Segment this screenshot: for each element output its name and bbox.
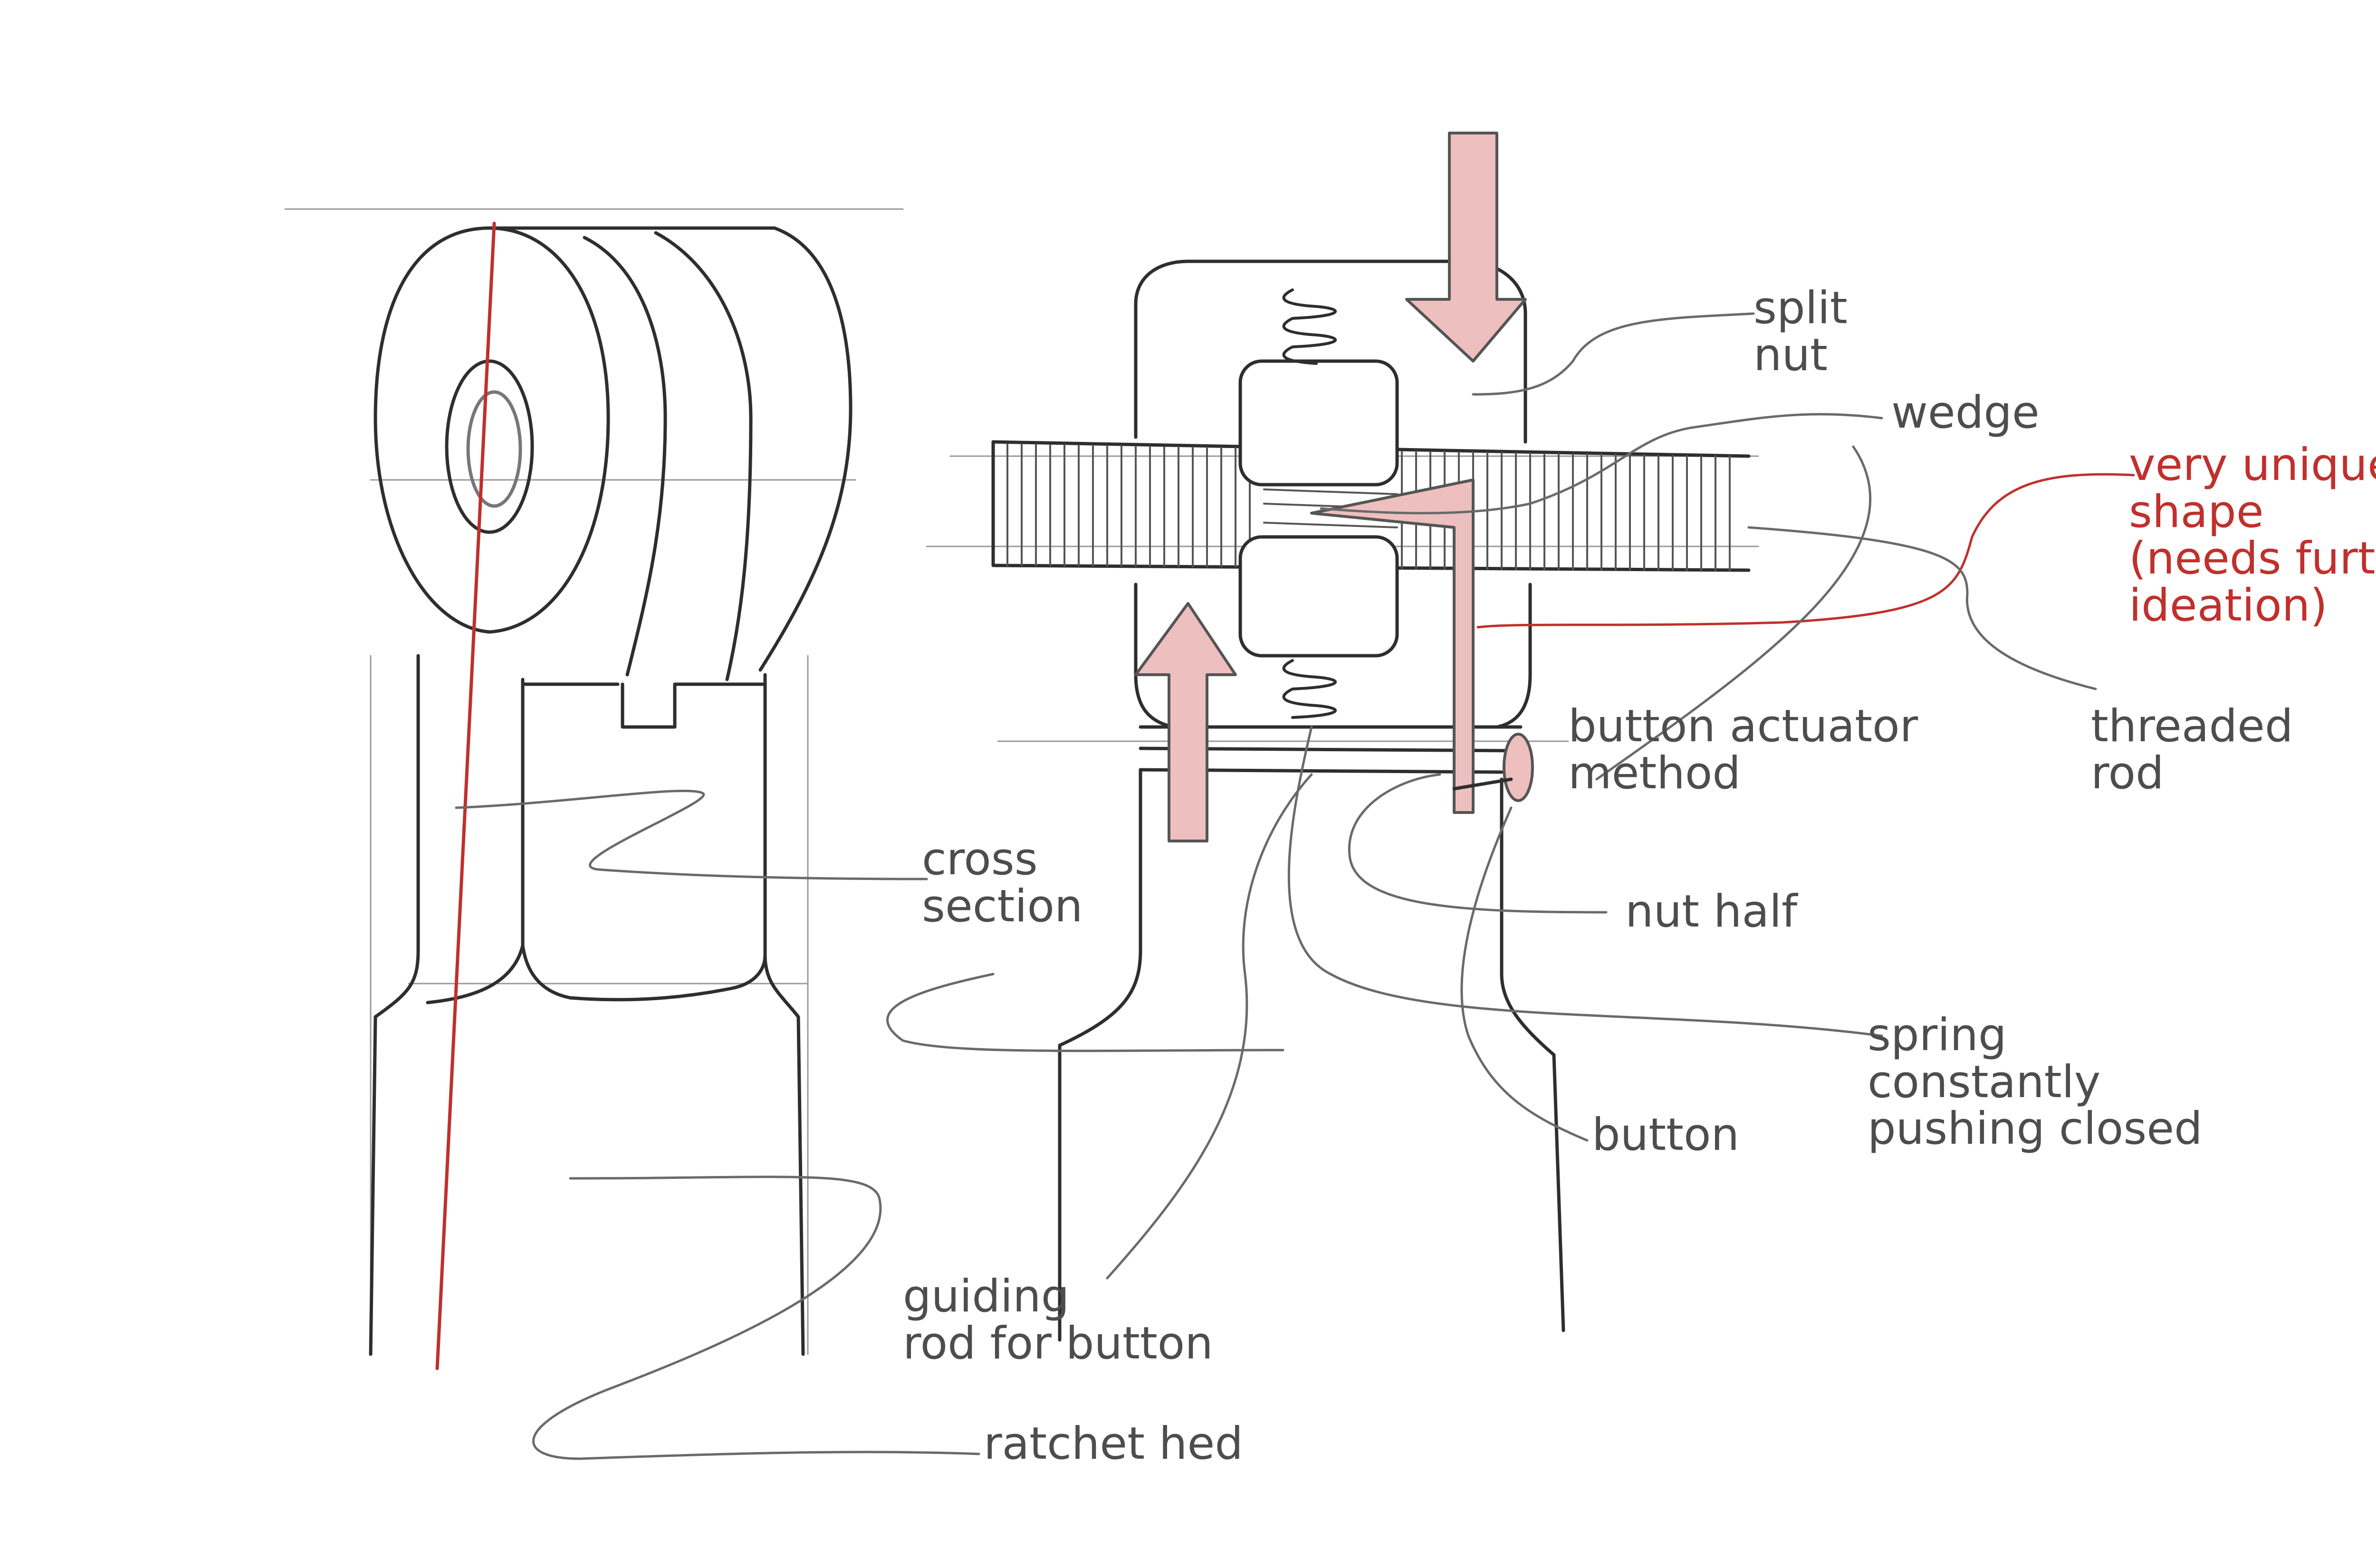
label-button-actuator-method: button actuator method (1568, 700, 1918, 799)
lower-spring (1282, 659, 1337, 719)
label-split-nut: split nut (1753, 282, 1848, 381)
label-guiding-rod: guiding rod for button (903, 1271, 1213, 1369)
centre-line (435, 221, 496, 1370)
label-wedge: wedge (1891, 387, 2040, 439)
down-arrow (1405, 132, 1527, 363)
leader-lines (455, 312, 2135, 1460)
label-spring: spring constantly pushing closed (1868, 1009, 2203, 1155)
cross-section-view (926, 132, 1759, 1342)
up-arrow (1134, 602, 1237, 842)
ratchet-head-view (284, 208, 904, 1356)
label-ratchet-head: ratchet hed (984, 1418, 1244, 1470)
button-knob (1503, 733, 1534, 802)
label-button: button (1592, 1109, 1740, 1161)
upper-nut-half (1238, 359, 1399, 487)
label-very-unique-shape: very unique shape (needs further ideatio… (2129, 439, 2376, 632)
label-cross-section: cross section (922, 833, 1083, 932)
upper-spring (1282, 288, 1337, 365)
label-nut-half: nut half (1625, 886, 1798, 937)
label-threaded-rod: threaded rod (2091, 700, 2293, 799)
lower-nut-half (1238, 535, 1399, 658)
